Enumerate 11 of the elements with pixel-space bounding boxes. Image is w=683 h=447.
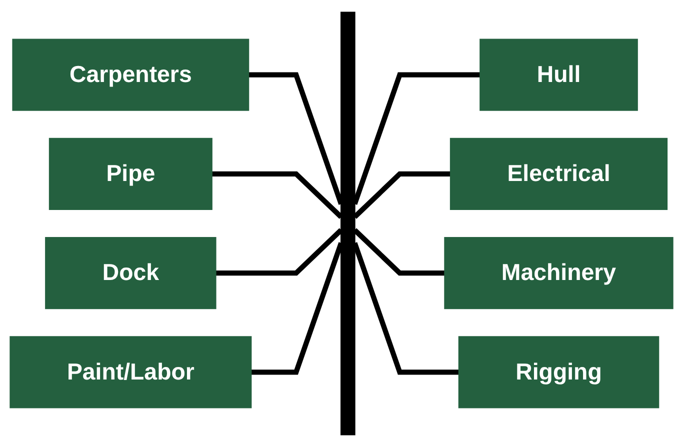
- process-box: Electrical: [450, 138, 668, 210]
- process-box: Pipe: [48, 138, 212, 210]
- process-box: Paint/Labor: [10, 336, 252, 408]
- process-box: Hull: [480, 38, 638, 111]
- process-box: Dock: [45, 237, 216, 310]
- process-box: Carpenters: [12, 38, 250, 111]
- process-box: Machinery: [444, 237, 674, 310]
- connector-line: [212, 171, 343, 219]
- bus-bar: [340, 12, 356, 436]
- connector-line: [216, 228, 343, 276]
- process-box: Rigging: [458, 336, 660, 408]
